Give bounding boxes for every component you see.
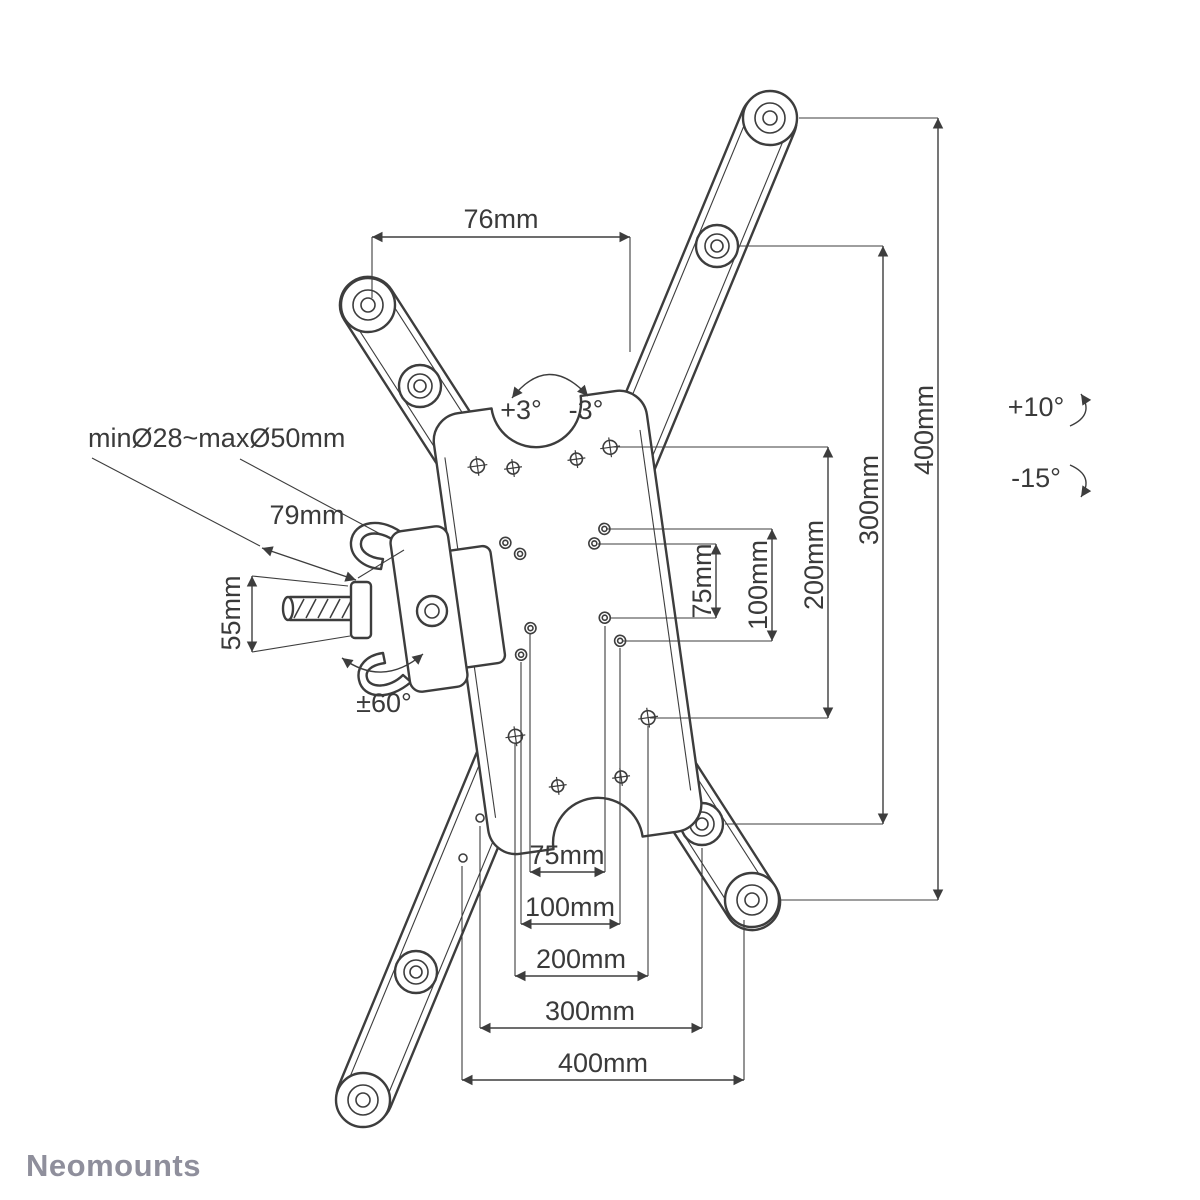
vesa-plate	[432, 389, 703, 856]
dim-vertical-300	[725, 245, 889, 825]
dim-label-top-width: 76mm	[463, 204, 538, 234]
pole-diameter-label: minØ28~maxØ50mm	[88, 423, 345, 453]
clamp-height-label: 55mm	[216, 575, 246, 650]
dim-horizontal-300	[479, 826, 703, 1034]
tilt-down-label: -3°	[569, 395, 604, 425]
tilt-arc-arrow	[511, 373, 589, 399]
dim-clamp-height	[246, 575, 351, 653]
dim-label-horizontal-200: 200mm	[536, 944, 626, 974]
dim-label-vertical-100: 100mm	[743, 540, 773, 630]
dim-vertical-200	[612, 446, 834, 719]
plate-arch-screws	[504, 450, 631, 795]
clamp-width-label: 79mm	[269, 500, 344, 530]
arm-hole	[475, 813, 485, 823]
dim-horizontal-400	[461, 866, 745, 1086]
dim-horizontal-200	[514, 726, 649, 982]
dim-horizontal-100	[520, 648, 621, 930]
clamp-washer	[349, 580, 373, 640]
dim-label-vertical-75: 75mm	[687, 543, 717, 618]
tilt-up-label: +3°	[500, 395, 542, 425]
dim-vertical-100	[606, 528, 778, 642]
dim-label-horizontal-300: 300mm	[545, 996, 635, 1026]
dim-label-horizontal-100: 100mm	[525, 892, 615, 922]
pivot-up-label: +10°	[1008, 392, 1065, 422]
arm-end-bosses	[334, 89, 799, 1129]
dim-label-vertical-200: 200mm	[799, 520, 829, 610]
swivel-label: ±60°	[356, 688, 412, 718]
dim-vertical-400	[781, 117, 944, 901]
dim-clamp-width	[91, 457, 405, 582]
pivot-down-label: -15°	[1011, 463, 1061, 493]
dim-label-vertical-400: 400mm	[909, 385, 939, 475]
dim-label-vertical-300: 300mm	[854, 455, 884, 545]
dim-label-horizontal-400: 400mm	[558, 1048, 648, 1078]
pole-diameter-leader	[239, 458, 385, 537]
pivot-up-arc-arrow	[1069, 393, 1092, 427]
arm-hole	[458, 853, 468, 863]
brand-logo: Neomounts	[26, 1148, 201, 1183]
dim-label-horizontal-75: 75mm	[529, 840, 604, 870]
clamp-top-hook	[349, 521, 408, 571]
pivot-down-arc-arrow	[1069, 464, 1092, 498]
swivel-arc-arrow	[341, 653, 424, 673]
dim-top-width	[371, 231, 631, 352]
dim-vertical-75	[598, 543, 722, 619]
pole-clamp	[281, 521, 507, 697]
arm-inner-bosses	[393, 223, 740, 995]
plate-corner-screws	[467, 437, 659, 747]
dim-horizontal-75	[529, 626, 606, 878]
clamp-bolt	[281, 580, 373, 640]
